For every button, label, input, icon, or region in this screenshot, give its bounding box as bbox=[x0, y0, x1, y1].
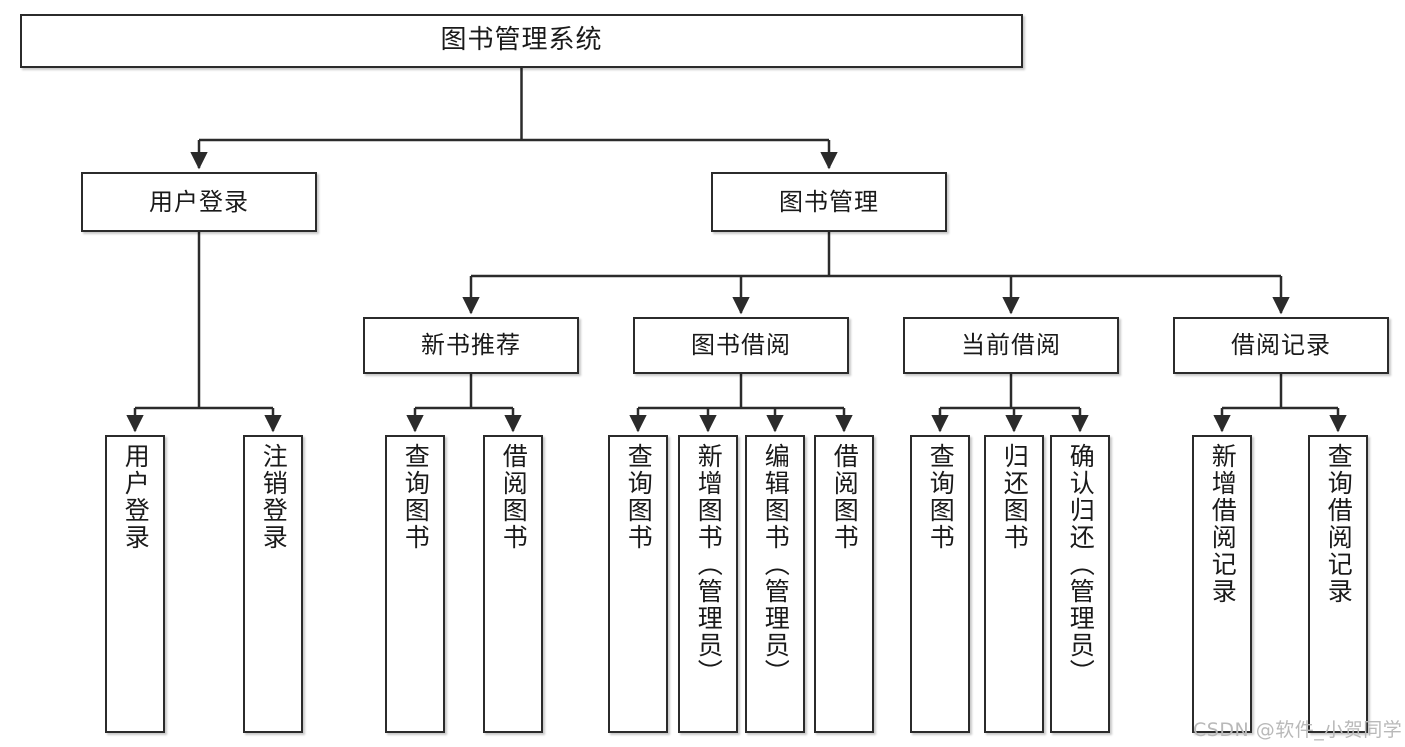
node-label: 图书管理 bbox=[779, 187, 879, 216]
node-current-borrow[interactable]: 当前借阅 bbox=[903, 317, 1119, 374]
node-label: 图书管理系统 bbox=[440, 25, 603, 56]
node-new-book-recommend[interactable]: 新书推荐 bbox=[363, 317, 579, 374]
node-leaf-add-record[interactable]: 新增借阅记录 bbox=[1192, 435, 1252, 733]
node-label: 借阅图书 bbox=[499, 443, 529, 551]
node-leaf-borrow-book-2[interactable]: 借阅图书 bbox=[814, 435, 874, 733]
node-book-manage[interactable]: 图书管理 bbox=[711, 172, 947, 232]
node-label: 归还图书 bbox=[1000, 443, 1030, 551]
node-leaf-confirm-return[interactable]: 确认归还（管理员） bbox=[1050, 435, 1110, 733]
node-label: 当前借阅 bbox=[961, 331, 1061, 360]
node-label: 查询图书 bbox=[624, 443, 654, 551]
node-leaf-user-login[interactable]: 用户登录 bbox=[105, 435, 165, 733]
node-leaf-return-book[interactable]: 归还图书 bbox=[984, 435, 1044, 733]
node-label: 查询借阅记录 bbox=[1324, 443, 1354, 605]
node-leaf-query-book-1[interactable]: 查询图书 bbox=[385, 435, 445, 733]
node-label: 查询图书 bbox=[401, 443, 431, 551]
node-leaf-borrow-book-1[interactable]: 借阅图书 bbox=[483, 435, 543, 733]
node-label: 新增借阅记录 bbox=[1208, 443, 1238, 605]
node-label: 确认归还（管理员） bbox=[1066, 443, 1096, 686]
node-leaf-add-book[interactable]: 新增图书（管理员） bbox=[678, 435, 738, 733]
node-root[interactable]: 图书管理系统 bbox=[20, 14, 1023, 68]
csdn-watermark: CSDN @软件_小贺同学 bbox=[1193, 719, 1403, 741]
node-leaf-edit-book[interactable]: 编辑图书（管理员） bbox=[745, 435, 805, 733]
node-label: 新书推荐 bbox=[421, 331, 521, 360]
node-label: 用户登录 bbox=[149, 187, 249, 216]
node-label: 查询图书 bbox=[926, 443, 956, 551]
node-label: 注销登录 bbox=[259, 443, 289, 551]
node-user-login[interactable]: 用户登录 bbox=[81, 172, 317, 232]
node-label: 图书借阅 bbox=[691, 331, 791, 360]
node-borrow-record[interactable]: 借阅记录 bbox=[1173, 317, 1389, 374]
node-leaf-query-book-3[interactable]: 查询图书 bbox=[910, 435, 970, 733]
node-leaf-query-record[interactable]: 查询借阅记录 bbox=[1308, 435, 1368, 733]
node-label: 编辑图书（管理员） bbox=[761, 443, 791, 686]
node-book-borrow[interactable]: 图书借阅 bbox=[633, 317, 849, 374]
node-leaf-query-book-2[interactable]: 查询图书 bbox=[608, 435, 668, 733]
node-leaf-user-logout[interactable]: 注销登录 bbox=[243, 435, 303, 733]
node-label: 用户登录 bbox=[121, 443, 151, 551]
node-label: 新增图书（管理员） bbox=[694, 443, 724, 686]
node-label: 借阅记录 bbox=[1231, 331, 1331, 360]
node-label: 借阅图书 bbox=[830, 443, 860, 551]
